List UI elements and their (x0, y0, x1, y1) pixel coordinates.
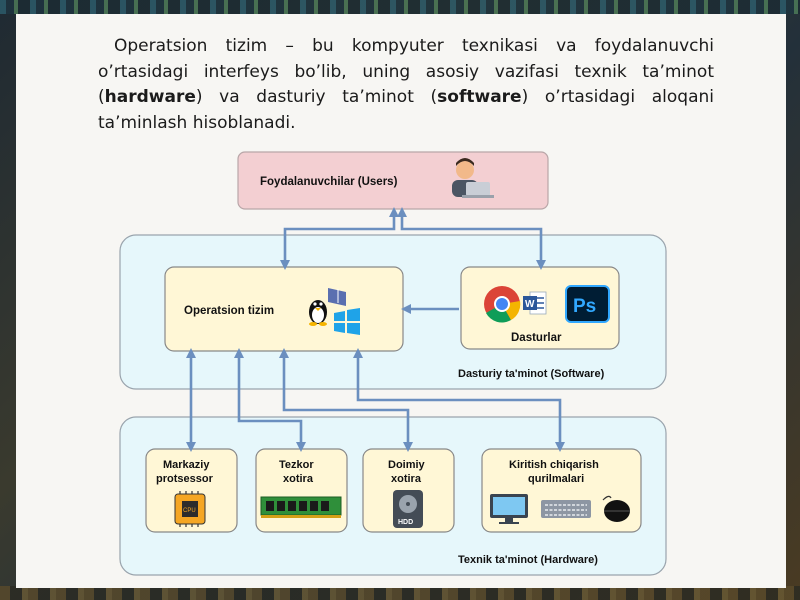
io-label-line1: Kiritish chiqarish (509, 459, 599, 471)
connector-os-io (353, 348, 565, 452)
user-icon (452, 158, 494, 198)
linux-tux-icon (309, 300, 327, 326)
cpu-icon: CPU (174, 491, 206, 527)
io-label-line2: qurilmalari (528, 473, 584, 485)
apps-label: Dasturlar (511, 332, 562, 344)
storage-label-line2: xotira (391, 473, 422, 485)
ram-icon (260, 496, 342, 518)
macos-icon (328, 288, 346, 306)
chrome-icon (484, 286, 521, 323)
word-icon-letter: W (525, 299, 535, 310)
keyboard-icon (541, 500, 591, 518)
cpu-label-line1: Markaziy (163, 459, 210, 471)
ram-label-line1: Tezkor (279, 459, 314, 471)
hardware-group-label: Texnik ta'minot (Hardware) (458, 554, 598, 566)
mouse-icon (602, 495, 630, 522)
connector-os-users (280, 207, 399, 270)
background-top-decoration (0, 0, 800, 14)
cpu-label-line2: protsessor (156, 473, 214, 485)
word-icon: W (523, 291, 547, 315)
users-label: Foydalanuvchilar (Users) (260, 176, 398, 188)
background-bottom-decoration (0, 586, 800, 600)
intro-text-3: ) o’rtasidagi aloqani ta’minlash hisobla… (98, 87, 714, 133)
hdd-icon: HDD (393, 490, 423, 528)
storage-label-line1: Doimiy (388, 459, 426, 471)
hdd-icon-text: HDD (398, 519, 413, 526)
cpu-chip-text: CPU (183, 508, 196, 514)
connectors (186, 207, 565, 452)
windows-icon (334, 308, 360, 335)
photoshop-icon: Ps (565, 285, 610, 323)
intro-text-1: Operatsion tizim – bu kompyuter texnikas… (98, 36, 714, 107)
intro-paragraph: Operatsion tizim – bu kompyuter texnikas… (98, 34, 714, 136)
photoshop-icon-letters: Ps (573, 296, 596, 317)
monitor-icon (490, 494, 528, 524)
os-label: Operatsion tizim (184, 305, 274, 317)
ram-label-line2: xotira (283, 473, 314, 485)
intro-text-2: ) va dasturiy ta’minot ( (195, 87, 438, 107)
software-group-label: Dasturiy ta'minot (Software) (458, 368, 605, 380)
connector-apps-users (397, 207, 546, 270)
intro-bold-hardware: hardware (104, 87, 196, 107)
intro-bold-software: software (437, 87, 522, 107)
